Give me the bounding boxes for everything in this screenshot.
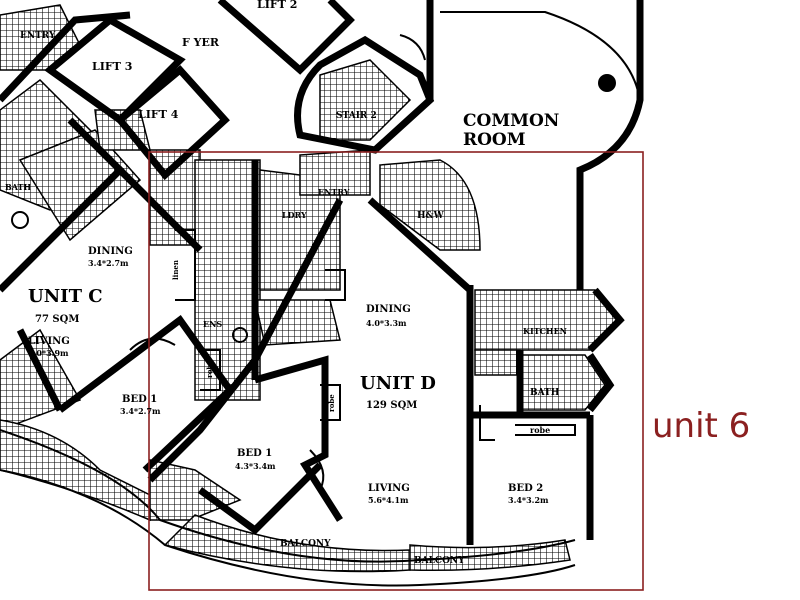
unit6-annotation: unit 6 — [652, 406, 750, 446]
foyer-label: F YER — [182, 36, 220, 49]
dining-c-label: DINING — [88, 246, 133, 257]
ensuite-label: ENS — [203, 319, 222, 329]
stair-label: STAIR 2 — [336, 111, 377, 121]
bath-d-label: BATH — [530, 388, 560, 398]
lift2-label: LIFT 2 — [257, 0, 297, 11]
living-d-size: 5.6*4.1m — [368, 495, 409, 505]
unit6-boundary — [148, 151, 644, 591]
interior-lines — [11, 34, 616, 491]
entry-d-label: ENTRY — [318, 187, 350, 197]
unit-c-title: UNIT C — [28, 286, 103, 307]
bed1-c-label: BED 1 — [122, 394, 157, 405]
unit-c-area: 77 SQM — [35, 314, 79, 325]
robe3-label: robe — [530, 425, 550, 435]
bed1-d-label: BED 1 — [237, 448, 272, 459]
common-room-label-2: ROOM — [463, 130, 526, 150]
linen-label: linen — [171, 260, 180, 280]
ldry-label: LDRY — [282, 210, 307, 220]
dining-d-label: DINING — [366, 304, 411, 315]
unit-d-title: UNIT D — [360, 373, 436, 394]
bed2-d-label: BED 2 — [508, 483, 543, 494]
living-c-label: LIVING — [28, 336, 70, 347]
living-d-label: LIVING — [368, 483, 410, 494]
unit-d-area: 129 SQM — [366, 400, 417, 411]
balcony-2-label: BALCONY — [414, 556, 465, 566]
balcony-1-label: BALCONY — [280, 539, 331, 549]
kitchen-label: KITCHEN — [523, 326, 567, 336]
lift4-label: LIFT 4 — [138, 108, 179, 121]
hw-label: H&W — [417, 211, 445, 221]
labels: LIFT 2 LIFT 3 LIFT 4 F YER ENTRY COMMON … — [5, 0, 567, 566]
common-room-label-1: COMMON — [463, 111, 559, 131]
living-c-size: 4.0*3.9m — [28, 348, 69, 358]
bed1-c-size: 3.4*2.7m — [120, 406, 161, 416]
walls — [0, 0, 644, 587]
bath-c-label: BATH — [5, 182, 31, 192]
dining-c-size: 3.4*2.7m — [88, 258, 129, 268]
lift3-label: LIFT 3 — [92, 60, 132, 73]
entry-top-label: ENTRY — [20, 31, 56, 41]
robe2-label: robe — [205, 360, 214, 378]
bed2-d-size: 3.4*3.2m — [508, 495, 549, 505]
bed1-d-size: 4.3*3.4m — [235, 461, 276, 471]
dining-d-size: 4.0*3.3m — [366, 318, 407, 328]
robe1-label: robe — [327, 394, 336, 412]
